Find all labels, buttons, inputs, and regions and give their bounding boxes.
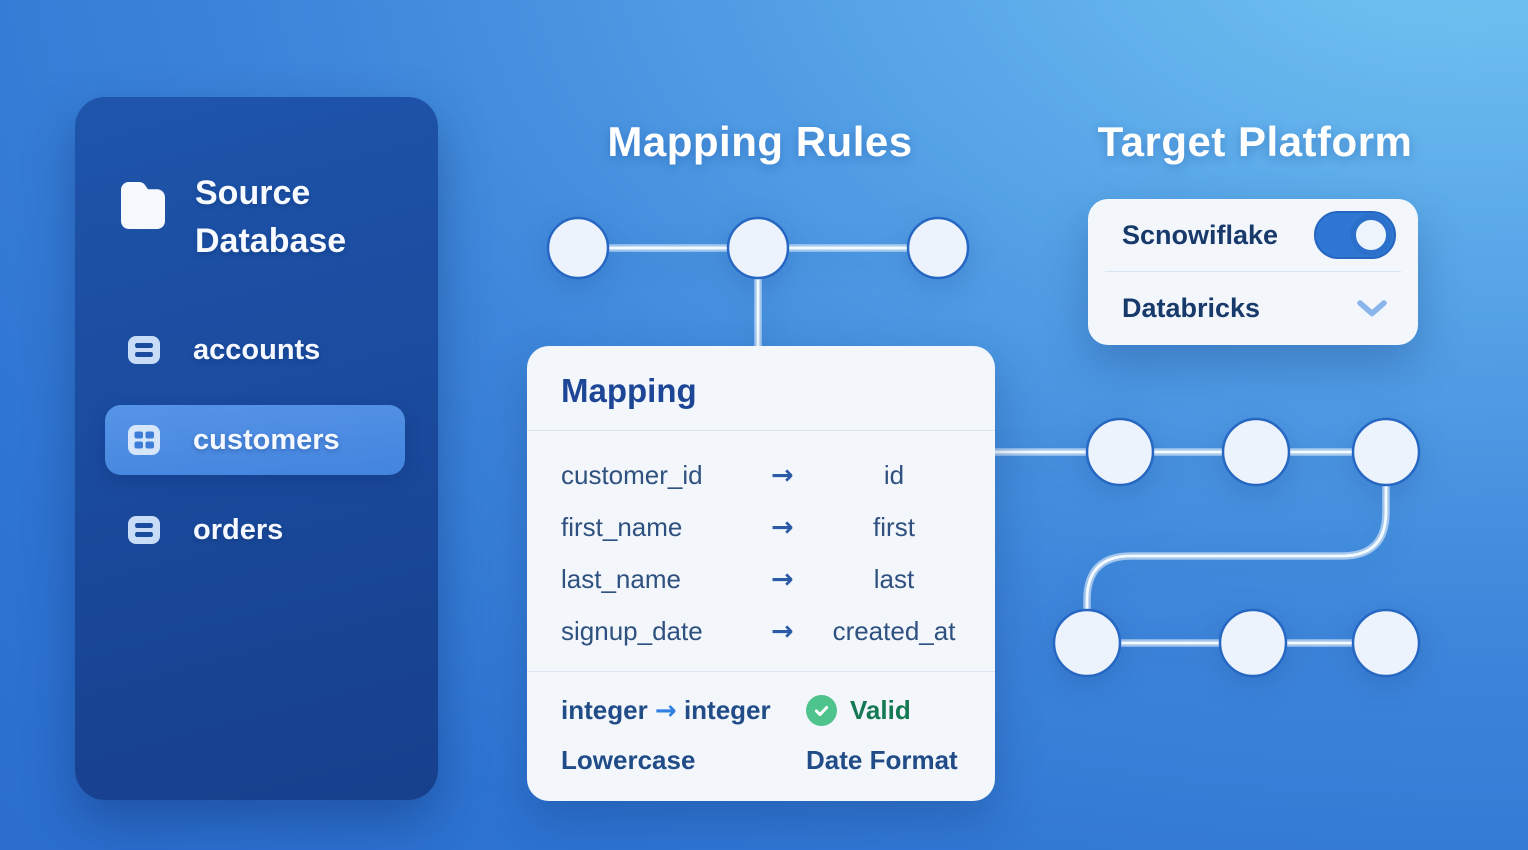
sidebar-item-label: orders: [193, 513, 284, 546]
target-field: created_at: [832, 615, 956, 646]
source-field: signup_date: [561, 615, 703, 646]
sidebar-item-customers[interactable]: customers: [105, 405, 405, 475]
pipeline-node: [546, 216, 610, 280]
check-circle-icon: [806, 694, 837, 726]
pipeline-node: [1085, 417, 1155, 487]
arrow-right-icon: →: [771, 459, 794, 491]
sidebar-item-orders[interactable]: orders: [105, 495, 405, 565]
wire-pipeline-core: [993, 450, 1388, 645]
pipeline-node: [906, 216, 970, 280]
transform-rule: Date Format: [806, 744, 958, 775]
wire-pipeline: [991, 448, 1390, 647]
pipeline-node: [1221, 417, 1291, 487]
table-grid-icon: [128, 425, 160, 455]
mapping-row[interactable]: signup_date → created_at: [561, 605, 961, 657]
source-field: first_name: [561, 511, 683, 542]
arrow-right-icon: →: [771, 511, 794, 543]
chevron-down-icon[interactable]: [1356, 299, 1388, 318]
divider: [1105, 271, 1401, 272]
arrow-right-icon: →: [771, 615, 794, 647]
toggle-switch-on[interactable]: [1314, 211, 1396, 259]
source-database-header: Source Database: [117, 169, 410, 265]
source-field: customer_id: [561, 459, 703, 490]
table-list-icon: [128, 336, 160, 364]
mapping-row[interactable]: first_name → first: [561, 501, 961, 553]
target-platform-card: Scnowiflake Databricks: [1088, 199, 1418, 345]
source-field: last_name: [561, 563, 681, 594]
footer-row-types: integer → integer Valid: [561, 688, 961, 732]
pipeline-node: [1351, 608, 1421, 678]
footer-row-transforms: Lowercase Date Format: [561, 738, 961, 782]
mapping-card-title: Mapping: [527, 346, 995, 431]
target-platform-heading: Target Platform: [1097, 118, 1413, 165]
target-field: id: [883, 459, 905, 490]
type-to: integer: [683, 694, 771, 725]
status-badge: Valid: [850, 694, 911, 725]
type-rule: integer → integer: [561, 695, 806, 726]
mapping-card-footer: integer → integer Valid Lowercase Date F…: [527, 671, 995, 792]
pipeline-node: [726, 216, 790, 280]
sidebar-item-accounts[interactable]: accounts: [105, 315, 405, 385]
mapping-row[interactable]: customer_id → id: [561, 449, 961, 501]
type-from: integer: [561, 694, 648, 725]
transform-rule: Lowercase: [561, 744, 696, 775]
mapping-row[interactable]: last_name → last: [561, 553, 961, 605]
folder-icon: [121, 182, 165, 229]
sidebar-item-label: accounts: [193, 333, 321, 366]
toggle-knob: [1350, 214, 1392, 256]
arrow-right-icon: →: [654, 695, 677, 726]
platform-option-snowflake[interactable]: Scnowiflake: [1088, 199, 1418, 271]
table-list-icon: [128, 516, 160, 544]
sidebar-item-label: customers: [193, 423, 340, 456]
source-database-panel: Source Database accounts customers: [75, 97, 438, 800]
mapping-rules-heading: Mapping Rules: [607, 118, 913, 165]
pipeline-node: [1218, 608, 1288, 678]
target-field: first: [873, 511, 915, 542]
arrow-right-icon: →: [771, 563, 794, 595]
source-database-title: Source Database: [195, 174, 347, 260]
mapping-card: Mapping customer_id → id first_name → fi…: [527, 346, 995, 801]
platform-label: Scnowiflake: [1122, 219, 1279, 250]
pipeline-node: [1052, 608, 1122, 678]
target-field: last: [873, 563, 915, 594]
pipeline-node: [1351, 417, 1421, 487]
validation-status: Valid: [806, 694, 961, 726]
platform-option-databricks[interactable]: Databricks: [1088, 272, 1418, 344]
table-list: accounts customers orders: [105, 315, 405, 565]
mapping-rows: customer_id → id first_name → first last…: [527, 431, 995, 671]
platform-label: Databricks: [1122, 292, 1261, 323]
